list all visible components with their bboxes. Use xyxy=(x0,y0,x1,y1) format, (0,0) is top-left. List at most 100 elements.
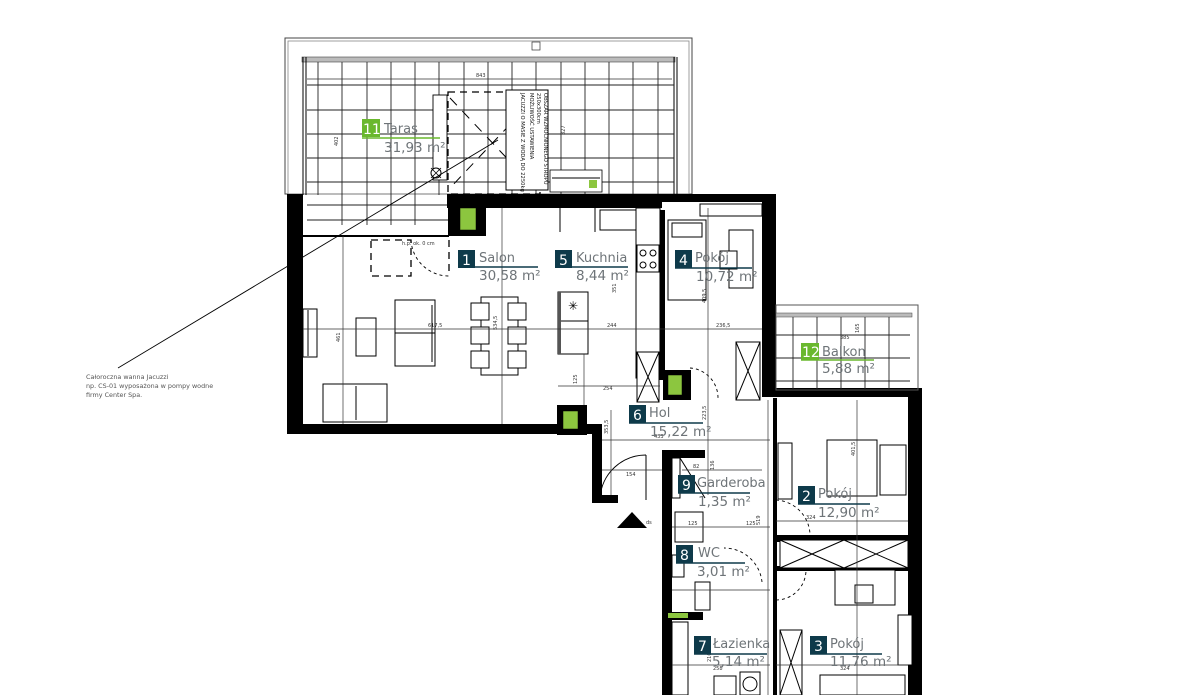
room-name: Pokój xyxy=(830,637,864,652)
room-area: 15,22 m² xyxy=(650,424,712,440)
room-number-badge xyxy=(362,119,380,137)
dim-room2-height: 401,5 xyxy=(851,442,857,456)
dim-corridor-519: 519 xyxy=(756,515,762,525)
room-label-pokoj-2: 2 Pokój 12,90 m² xyxy=(798,486,880,521)
dim-hall-223: 223,5 xyxy=(702,406,708,420)
room-label-lazienka: 7 Łazienka 5,14 m² xyxy=(694,636,770,670)
dim-room2-width: 324 xyxy=(806,515,816,521)
room-name: Pokój xyxy=(695,251,729,266)
dim-salon-depth: 461 xyxy=(336,332,342,342)
room-area: 30,58 m² xyxy=(479,268,541,284)
terrace-area: 843 402 327 OBSZAR WZMOCNIONEGO STROPU 2… xyxy=(117,37,693,369)
bed-room3 xyxy=(819,674,906,695)
annotation-line-3: firmy Center Spa. xyxy=(86,391,143,399)
balcony-area: 385 165 xyxy=(775,304,919,391)
furniture: h.p. ok. 0 cm 534,5 ✳ xyxy=(302,203,913,695)
room-label-pokoj-4: 4 Pokój 10,72 m² xyxy=(675,250,758,285)
room-label-kuchnia: 5 Kuchnia 8,44 m² xyxy=(555,250,629,284)
jacuzzi-annotation: Całoroczna wanna Jacuzzi np. CS-01 wypos… xyxy=(86,373,266,400)
room-number: 9 xyxy=(682,478,691,494)
room-area: 5,88 m² xyxy=(822,361,875,377)
room-number: 11 xyxy=(363,122,381,138)
room-area: 8,44 m² xyxy=(576,268,629,284)
room-number: 5 xyxy=(559,253,568,269)
dim-room4-width: 236,5 xyxy=(716,323,730,329)
room-label-pokoj-3: 3 Pokój 11,76 m² xyxy=(810,636,892,670)
dim-bath-210: 210 xyxy=(707,652,713,662)
room-name: Hol xyxy=(649,406,670,421)
room-area: 10,72 m² xyxy=(696,269,758,285)
room-area: 1,35 m² xyxy=(698,494,751,510)
dim-terrace-width: 843 xyxy=(476,73,486,79)
hob-icon: ✳ xyxy=(568,299,578,313)
dim-kitchen-125: 125 xyxy=(573,374,579,384)
sofa-bottom xyxy=(322,383,388,423)
dim-room4-height: 409,5 xyxy=(702,289,708,303)
bed-room2 xyxy=(826,439,878,497)
dim-wc-125a: 125 xyxy=(688,521,698,527)
room-name: Balkon xyxy=(822,345,866,360)
room-area: 12,90 m² xyxy=(818,505,880,521)
notice-line-2: 250x300cm xyxy=(535,93,541,124)
sink-icon xyxy=(599,209,637,231)
annotation-line-2: np. CS-01 wyposażona w pompy wodne xyxy=(86,382,214,390)
dim-room3-width: 324 xyxy=(840,666,850,672)
room-name: Garderoba xyxy=(697,476,766,491)
dim-door-154: 154 xyxy=(626,472,636,478)
terrace-notice-box xyxy=(505,89,549,191)
dim-salon-width: 617,5 xyxy=(428,323,442,329)
notice-line-3: MOŻLIWOŚĆ USTAWIENIA xyxy=(528,93,535,160)
room-name: Pokój xyxy=(818,487,852,502)
dim-terrace-inner: 327 xyxy=(561,125,567,135)
dimension-lines: 617,5 461 244 351 125 254 353,5 433 223,… xyxy=(303,208,908,695)
room-number: 8 xyxy=(680,548,689,564)
room-number: 7 xyxy=(698,639,707,655)
room-number: 6 xyxy=(633,408,642,424)
room-name: WC xyxy=(698,546,720,561)
window-sill-note: h.p. ok. 0 cm xyxy=(402,241,435,247)
room-label-garderoba: 9 Garderoba 1,35 m² xyxy=(678,475,766,510)
drain-icon xyxy=(531,41,541,51)
bathtub-icon xyxy=(671,621,689,695)
entrance-arrow-icon xyxy=(617,512,647,528)
tv-unit xyxy=(302,308,318,358)
coffee-table xyxy=(355,317,377,357)
room-label-hol: 6 Hol 15,22 m² xyxy=(629,405,712,440)
dim-bath-258: 258 xyxy=(713,666,723,672)
dim-hall-254: 254 xyxy=(603,386,613,392)
annotation-line-1: Całoroczna wanna Jacuzzi xyxy=(86,373,169,381)
dim-kitchen-width: 244 xyxy=(607,323,617,329)
room-number: 4 xyxy=(679,253,688,269)
room-area: 11,76 m² xyxy=(830,654,892,670)
dim-balkon-depth: 165 xyxy=(855,323,861,333)
dim-dining: 534,5 xyxy=(493,316,499,330)
stove-icon xyxy=(636,244,660,273)
dim-garderoba-136: 136 xyxy=(710,460,716,470)
room-area: 31,93 m² xyxy=(384,140,446,156)
dim-hall-433: 433 xyxy=(654,434,664,440)
washbasin-icon xyxy=(713,675,737,695)
room-name: Kuchnia xyxy=(576,251,627,266)
room-name: Łazienka xyxy=(712,637,770,652)
annotation-leader-line xyxy=(117,139,499,369)
room-area: 5,14 m² xyxy=(712,654,765,670)
entrance-label: ds xyxy=(646,520,652,526)
dim-wc-125b: 125 xyxy=(746,521,756,527)
room-label-salon: 1 Salon 30,58 m² xyxy=(458,250,541,284)
room-name: Taras xyxy=(383,122,418,137)
room-number: 2 xyxy=(802,489,811,505)
dim-kitchen-height: 351 xyxy=(612,283,618,293)
dim-terrace-depth: 402 xyxy=(334,136,340,146)
room-number: 3 xyxy=(814,639,823,655)
room-label-balkon: 12 Balkon 5,88 m² xyxy=(801,343,875,377)
room-name: Salon xyxy=(479,251,515,266)
dim-garderoba-82: 82 xyxy=(693,464,699,470)
room-label-taras: 11 Taras 31,93 m² xyxy=(362,119,446,156)
ventilation-duct xyxy=(459,207,477,231)
room-number: 12 xyxy=(802,345,820,361)
room-area: 3,01 m² xyxy=(697,564,750,580)
toilet-icon xyxy=(694,581,711,611)
notice-line-4: JACUZZI O MASIE Z WODĄ DO 2250kg xyxy=(519,92,525,192)
room-number: 1 xyxy=(462,253,471,269)
